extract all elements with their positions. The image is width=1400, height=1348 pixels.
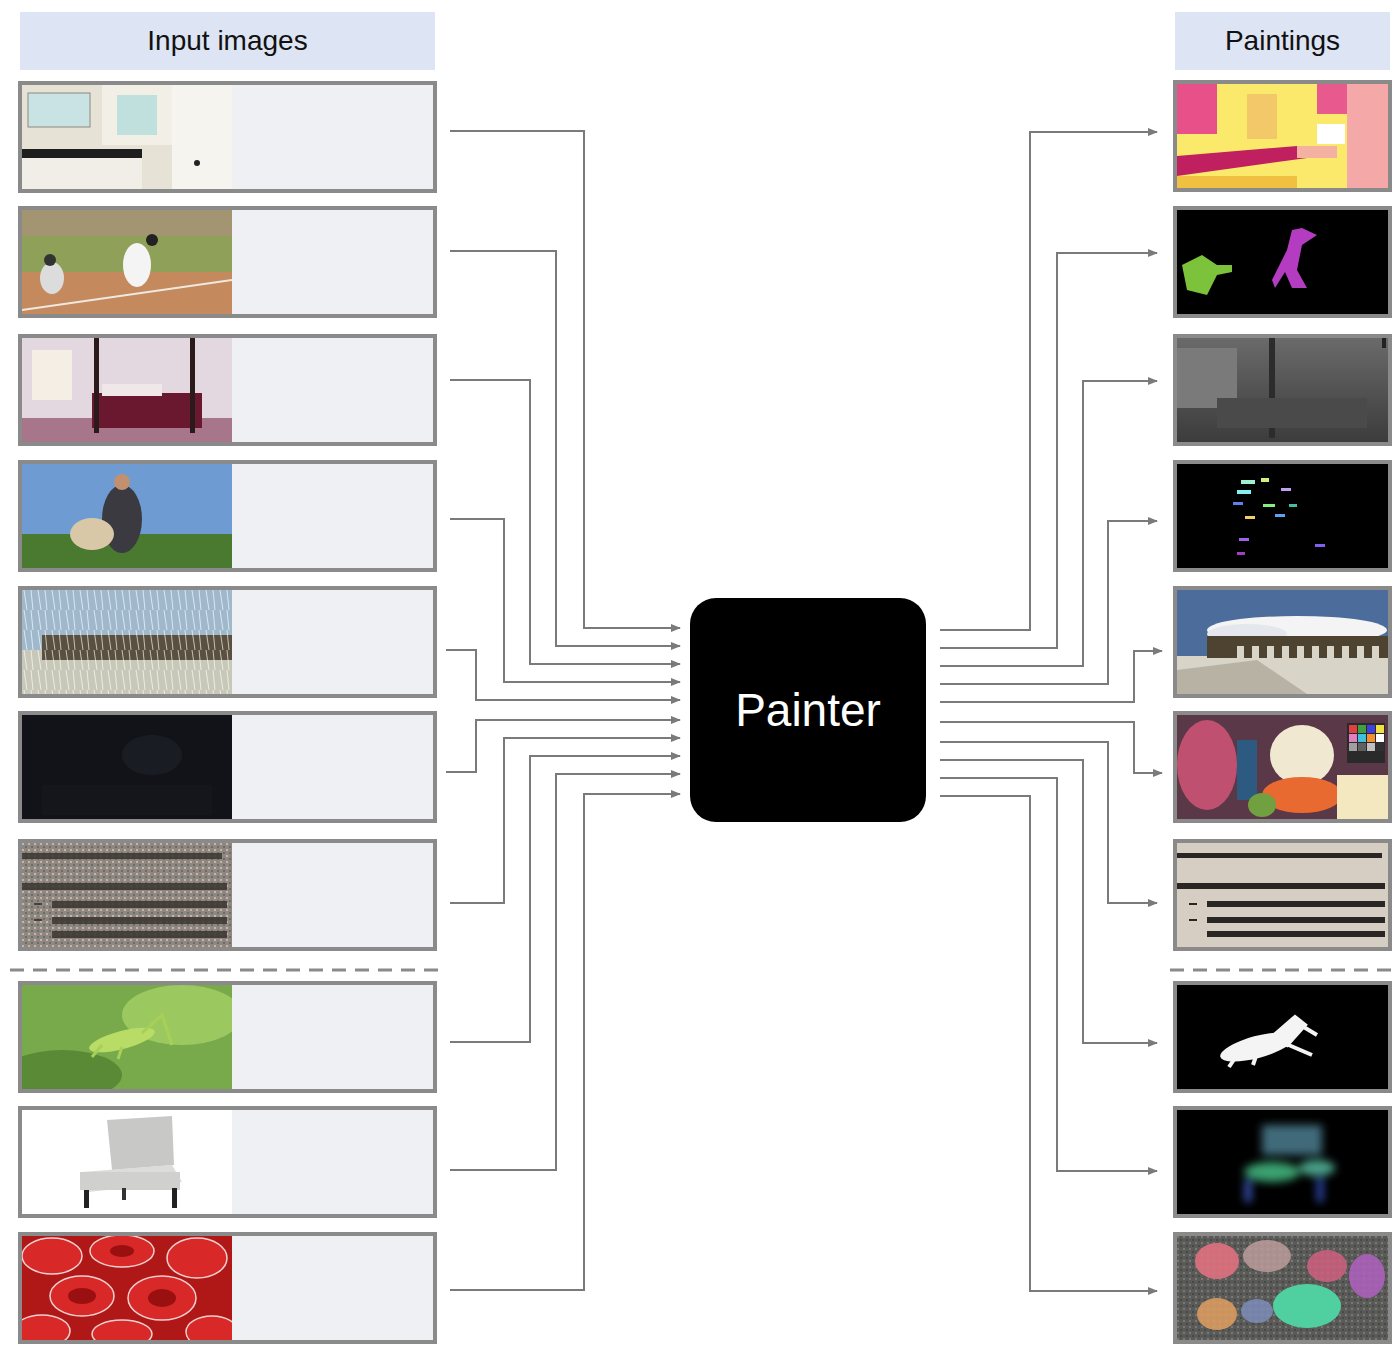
node-label: Paintings (1225, 25, 1340, 57)
node-label: Input images (147, 25, 307, 57)
column-header: Paintings (1175, 12, 1390, 70)
column-header: Input images (20, 12, 435, 70)
node-label: Painter (735, 683, 881, 737)
model-box: Painter (690, 598, 926, 822)
